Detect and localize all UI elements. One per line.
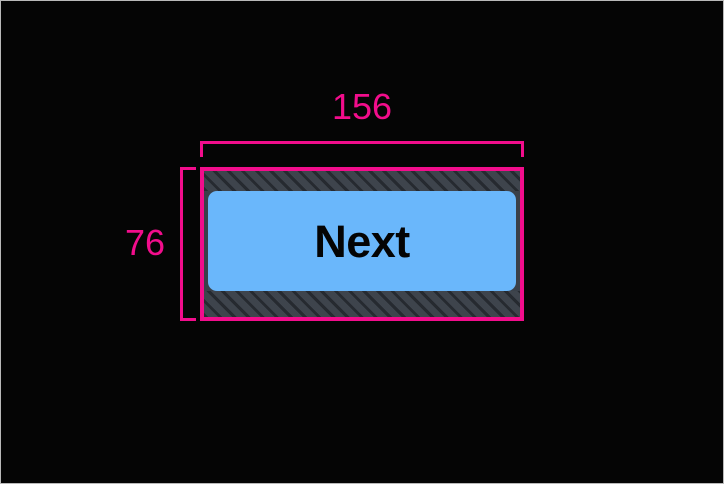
- height-bracket-tick-top: [180, 167, 196, 170]
- width-bracket-line: [200, 141, 524, 144]
- selected-element-bounds[interactable]: Next: [200, 167, 524, 321]
- width-bracket-tick-right: [521, 141, 524, 157]
- width-bracket-tick-left: [200, 141, 203, 157]
- width-dimension-bracket: [200, 141, 524, 163]
- padding-region-bottom: [204, 291, 520, 317]
- next-button[interactable]: Next: [208, 191, 516, 291]
- next-button-label: Next: [314, 215, 410, 267]
- height-dimension-label: 76: [124, 222, 165, 263]
- height-bracket-line: [180, 167, 183, 321]
- height-dimension-bracket: [180, 167, 202, 321]
- padding-region-top: [204, 171, 520, 191]
- height-bracket-tick-bottom: [180, 318, 196, 321]
- width-dimension-label: 156: [331, 86, 393, 127]
